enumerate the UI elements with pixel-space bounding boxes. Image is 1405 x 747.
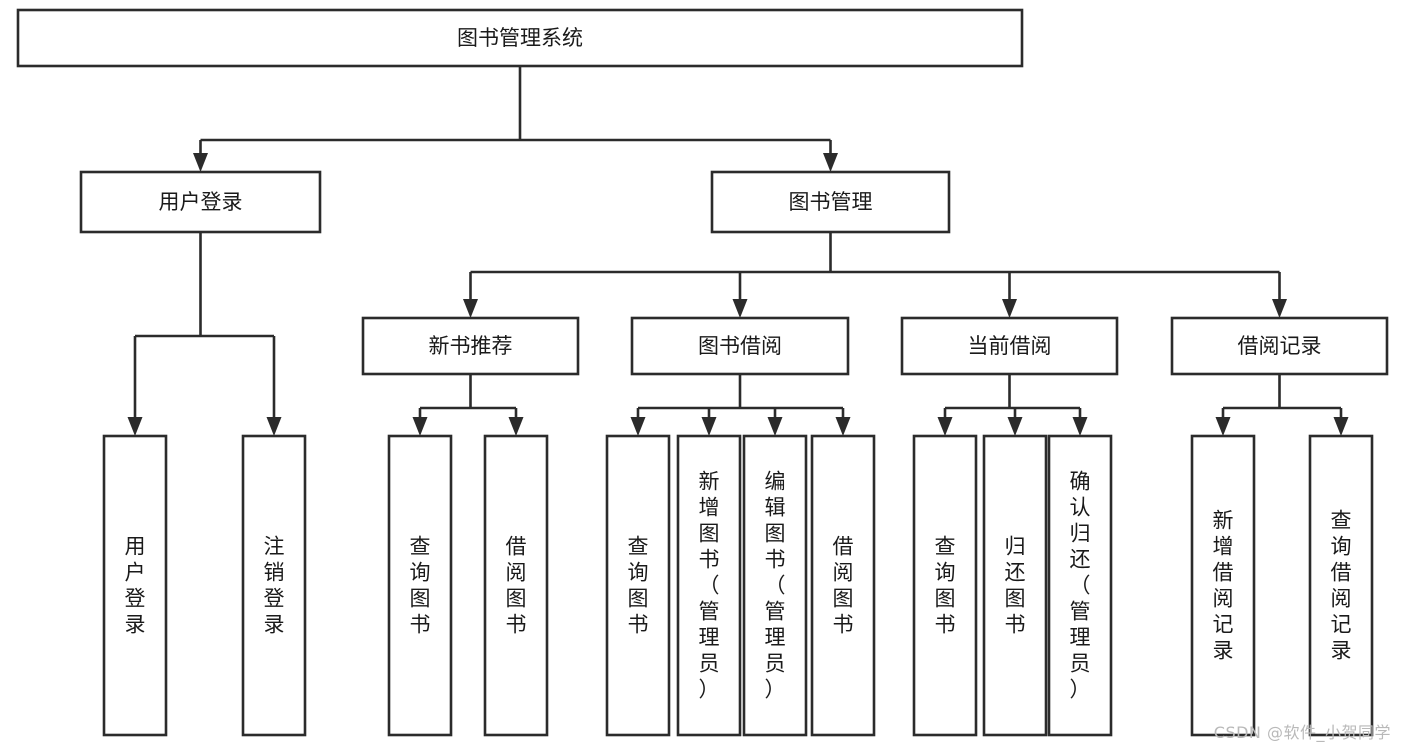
node-box — [676, 434, 742, 737]
node-label: 查询图书 — [935, 535, 956, 637]
node-label: 借阅记录 — [1238, 334, 1322, 358]
connector-bookmgmt — [463, 232, 1287, 318]
node-label: 用户登录 — [159, 190, 243, 214]
node-leaf-query-book-2[interactable]: 查询图书 — [605, 434, 671, 737]
node-box — [982, 434, 1048, 737]
connector-root — [193, 66, 838, 172]
arrow-head-icon — [1072, 417, 1088, 436]
node-leaf-user-login[interactable]: 用户登录 — [102, 434, 168, 737]
arrow-head-icon — [1002, 299, 1017, 318]
node-label: 查询图书 — [628, 535, 649, 637]
node-newbook[interactable]: 新书推荐 — [361, 316, 580, 376]
arrow-head-icon — [508, 417, 524, 436]
connector-records — [1215, 374, 1349, 436]
node-box — [742, 434, 808, 737]
node-records[interactable]: 借阅记录 — [1170, 316, 1389, 376]
node-box — [810, 434, 876, 737]
node-box — [1308, 434, 1374, 737]
node-leaf-borrow-book-2[interactable]: 借阅图书 — [810, 434, 876, 737]
node-label: 查询图书 — [410, 535, 431, 637]
arrow-head-icon — [701, 417, 717, 436]
node-leaf-add-record[interactable]: 新增借阅记录 — [1190, 434, 1256, 737]
arrow-head-icon — [937, 417, 953, 436]
node-label: 用户登录 — [125, 535, 146, 637]
node-label: 归还图书 — [1005, 535, 1026, 637]
node-label: 新增借阅记录 — [1213, 509, 1234, 663]
node-box — [710, 170, 951, 234]
node-leaf-query-book-3[interactable]: 查询图书 — [912, 434, 978, 737]
connector-current — [937, 374, 1088, 436]
node-label: 图书管理系统 — [457, 26, 583, 50]
node-leaf-borrow-book-1[interactable]: 借阅图书 — [483, 434, 549, 737]
node-leaf-user-logout[interactable]: 注销登录 — [241, 434, 307, 737]
arrow-head-icon — [732, 299, 748, 318]
arrow-head-icon — [1215, 417, 1231, 436]
node-current[interactable]: 当前借阅 — [900, 316, 1119, 376]
arrow-head-icon — [1333, 417, 1349, 436]
connector-borrow — [630, 374, 851, 436]
arrow-head-icon — [266, 417, 282, 436]
arrow-head-icon — [823, 153, 838, 172]
node-borrow[interactable]: 图书借阅 — [630, 316, 850, 376]
node-box — [900, 316, 1119, 376]
node-leaf-return-book[interactable]: 归还图书 — [982, 434, 1048, 737]
connector-login — [127, 232, 282, 436]
node-box — [102, 434, 168, 737]
arrow-head-icon — [193, 153, 208, 172]
arrow-head-icon — [630, 417, 646, 436]
node-box — [912, 434, 978, 737]
node-leaf-confirm-return[interactable]: 确认归还（管理员） — [1047, 434, 1113, 737]
node-box — [1170, 316, 1389, 376]
node-label: 新书推荐 — [429, 334, 513, 358]
node-box — [483, 434, 549, 737]
node-box — [16, 8, 1024, 68]
node-leaf-edit-book[interactable]: 编辑图书（管理员） — [742, 434, 808, 737]
arrow-head-icon — [835, 417, 851, 436]
node-label: 当前借阅 — [968, 334, 1052, 358]
node-label: 图书管理 — [789, 190, 873, 214]
node-label: 借阅图书 — [506, 535, 527, 637]
node-box — [1190, 434, 1256, 737]
arrow-head-icon — [1272, 299, 1287, 318]
node-label: 新增图书（管理员） — [699, 470, 720, 702]
node-layer: 图书管理系统用户登录图书管理新书推荐图书借阅当前借阅借阅记录用户登录注销登录查询… — [16, 8, 1389, 737]
arrow-head-icon — [1007, 417, 1023, 436]
node-label: 确认归还（管理员） — [1070, 470, 1091, 702]
arrow-head-icon — [463, 299, 478, 318]
arrow-head-icon — [767, 417, 783, 436]
node-label: 查询借阅记录 — [1331, 509, 1352, 663]
node-label: 借阅图书 — [833, 535, 854, 637]
node-box — [361, 316, 580, 376]
arrow-head-icon — [412, 417, 428, 436]
arrow-head-icon — [127, 417, 143, 436]
node-leaf-query-book-1[interactable]: 查询图书 — [387, 434, 453, 737]
connector-layer — [127, 66, 1349, 436]
node-box — [241, 434, 307, 737]
node-box — [387, 434, 453, 737]
node-root[interactable]: 图书管理系统 — [16, 8, 1024, 68]
connector-newbook — [412, 374, 524, 436]
node-box — [630, 316, 850, 376]
node-label: 编辑图书（管理员） — [765, 470, 786, 702]
node-login[interactable]: 用户登录 — [79, 170, 322, 234]
node-box — [1047, 434, 1113, 737]
node-leaf-add-book[interactable]: 新增图书（管理员） — [676, 434, 742, 737]
node-box — [605, 434, 671, 737]
node-leaf-query-record[interactable]: 查询借阅记录 — [1308, 434, 1374, 737]
node-label: 图书借阅 — [698, 334, 782, 358]
node-label: 注销登录 — [264, 535, 285, 637]
node-bookmgmt[interactable]: 图书管理 — [710, 170, 951, 234]
node-box — [79, 170, 322, 234]
